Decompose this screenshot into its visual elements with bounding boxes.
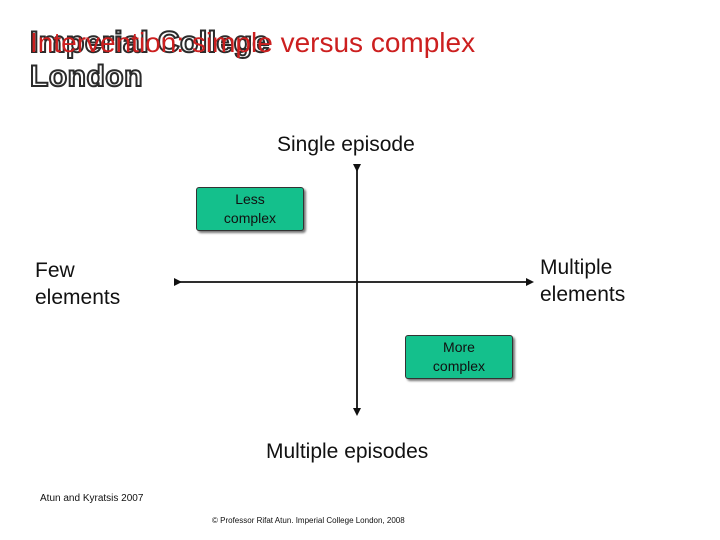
less-complex-line-1: Less: [235, 191, 265, 207]
left-axis-label: Few elements: [35, 257, 120, 311]
bottom-axis-label: Multiple episodes: [266, 440, 429, 463]
more-complex-line-1: More: [443, 339, 475, 355]
less-complex-box: Less complex: [196, 187, 304, 231]
slide-title: Intervention: simple versus complex: [30, 27, 476, 58]
logo-line-2: London: [29, 59, 143, 94]
right-label-line-2: elements: [540, 283, 626, 306]
left-label-line-2: elements: [35, 286, 121, 309]
top-axis-label: Single episode: [277, 133, 415, 156]
logo-line-1: Imperial College: [29, 25, 270, 60]
citation-text: Atun and Kyratsis 2007: [40, 493, 144, 504]
left-label-line-1: Few: [35, 259, 75, 282]
more-complex-box: More complex: [405, 335, 513, 379]
right-label-line-1: Multiple: [540, 256, 613, 279]
right-axis-label: Multiple elements: [540, 254, 625, 308]
more-complex-line-2: complex: [432, 358, 486, 374]
copyright-text: © Professor Rifat Atun. Imperial College…: [212, 516, 405, 525]
less-complex-line-2: complex: [223, 210, 277, 226]
